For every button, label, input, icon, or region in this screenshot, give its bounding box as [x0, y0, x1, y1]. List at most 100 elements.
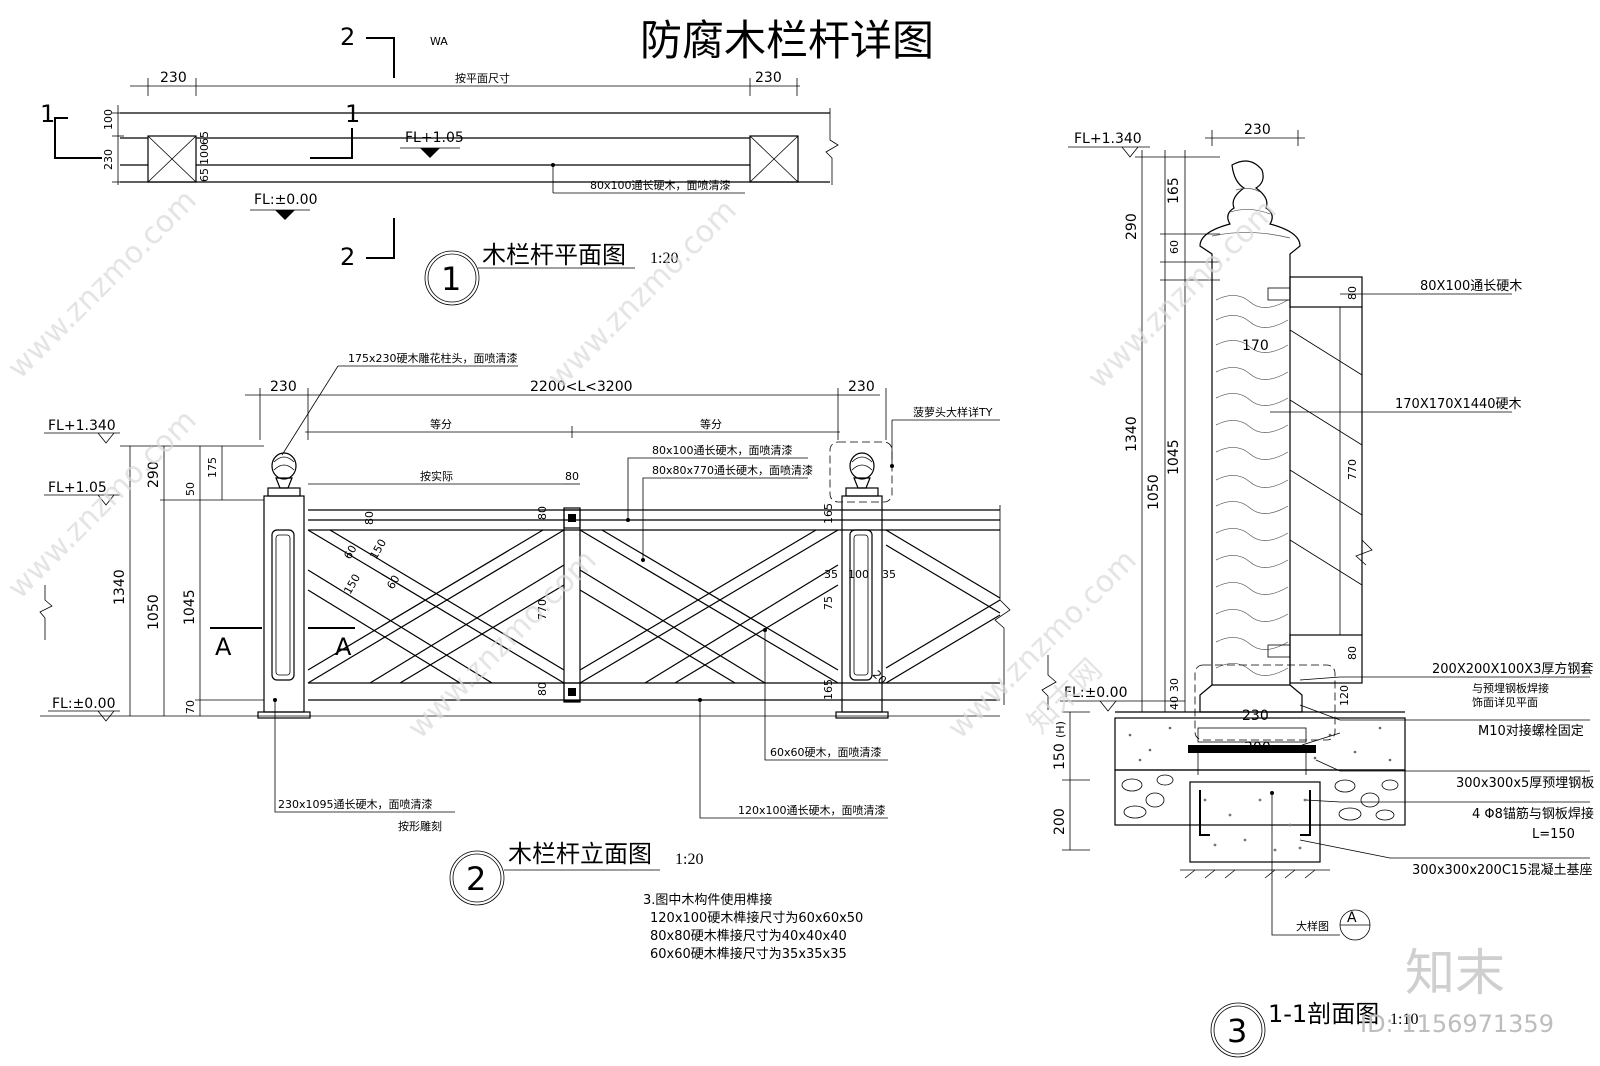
- elev-d75: 75: [822, 596, 835, 610]
- sect-view-number: 3: [1227, 1012, 1247, 1050]
- plan-dim-v-top: 100: [102, 109, 115, 130]
- elev-d1050: 1050: [146, 594, 162, 630]
- sect-d165: 165: [1166, 177, 1182, 204]
- wa-label: WA: [430, 35, 448, 48]
- elev-d60b: 60: [384, 573, 402, 592]
- sect-d150h: (H): [1054, 721, 1067, 738]
- elev-d60a: 60: [341, 543, 359, 562]
- elev-post-left: [257, 452, 311, 719]
- sect-d40: 40: [1168, 696, 1181, 710]
- sect-d1050: 1050: [1146, 474, 1162, 510]
- plan-post-right: [749, 135, 799, 183]
- elev-dim-right: 230: [848, 379, 875, 395]
- sect-d1340: 1340: [1124, 416, 1140, 452]
- elev-note-bottom-rail: 120x100通长硬木，面喷清漆: [738, 804, 886, 817]
- elev-d290: 290: [146, 461, 162, 488]
- sect-detail-box: [1194, 664, 1336, 741]
- elev-note-line-1: 3.图中木构件使用榫接: [643, 892, 772, 908]
- elev-equal-1: 等分: [430, 417, 452, 431]
- sect-label-rail: 80X100通长硬木: [1420, 279, 1522, 294]
- sect-detail-mark: A: [1347, 910, 1357, 926]
- sect-d120: 120: [1338, 685, 1351, 706]
- sect-label-finish: 饰面详见平面: [1472, 695, 1538, 709]
- watermark-text-2: www.znzmo.com: [541, 193, 744, 396]
- elev-view-scale: 1:20: [675, 851, 703, 868]
- elev-view-number: 2: [466, 860, 486, 898]
- elev-d150b: 150: [341, 572, 363, 597]
- plan-dim-v-c: 65: [198, 168, 211, 182]
- plan-view-number: 1: [441, 260, 461, 298]
- elev-mid-post: [563, 507, 581, 703]
- sect-concrete-hatch: [1203, 798, 1307, 852]
- plan-level-top: FL+1.05: [405, 130, 464, 146]
- elev-dim-left: 230: [270, 379, 297, 395]
- watermark-layer: www.znzmo.com www.znzmo.com www.znzmo.co…: [1, 183, 1284, 746]
- lattice-left: [307, 529, 565, 684]
- section-1-mid-mark: [310, 128, 353, 159]
- elev-note-line-4: 60x60硬木榫接尺寸为35x35x35: [650, 946, 847, 962]
- elev-note-top-rail: 80x100通长硬木，面喷清漆: [652, 444, 793, 457]
- sect-d30: 30: [1168, 678, 1181, 692]
- sect-mortar-hatch: [1128, 726, 1392, 762]
- section-2-top-mark: [366, 37, 395, 78]
- elevation-view: 175x230硬木雕花柱头，面喷清漆 230 2200<L<3200 230 等…: [39, 351, 1011, 962]
- sect-gravel-hatch: [1121, 774, 1399, 821]
- elev-note-post-head: 175x230硬木雕花柱头，面喷清漆: [348, 351, 518, 365]
- elev-d175: 175: [206, 457, 219, 478]
- elev-by-design: 按实际: [420, 469, 453, 483]
- elev-section-a-right: A: [335, 633, 352, 661]
- elev-d165b: 165: [822, 679, 835, 700]
- elev-dim-span: 2200<L<3200: [530, 379, 633, 395]
- elev-d70: 70: [184, 700, 197, 714]
- sect-d290: 290: [1124, 213, 1140, 240]
- elev-note-line-2: 120x100硬木榫接尺寸为60x60x50: [650, 910, 863, 926]
- elev-dim-80: 80: [565, 470, 579, 483]
- elev-d80a: 80: [363, 511, 376, 525]
- elev-equal-2: 等分: [700, 417, 722, 431]
- elev-note-line-3: 80x80硬木榫接尺寸为40x40x40: [650, 928, 847, 944]
- elev-d1340: 1340: [112, 569, 128, 605]
- sect-view-badge: [1210, 1002, 1266, 1058]
- elev-section-a-left: A: [215, 633, 232, 661]
- sect-level-000: FL:±0.00: [1064, 685, 1127, 701]
- plan-dim-left: 230: [160, 70, 187, 86]
- sect-post-grain: [1211, 188, 1291, 676]
- sect-dim-top: 230: [1244, 122, 1271, 138]
- finial-callout-box: [829, 441, 893, 503]
- elev-d100: 100: [848, 568, 869, 581]
- section-2-top-label: 2: [340, 23, 355, 51]
- elev-note-post: 230x1095通长硬木，面喷清漆: [278, 798, 433, 811]
- elev-note-post-2: 按形雕刻: [398, 819, 442, 833]
- section-1-left-mark: [54, 117, 102, 159]
- elev-d1045: 1045: [182, 589, 198, 625]
- watermark-text-1: www.znzmo.com: [1, 183, 204, 386]
- brand-logo: 知末: [1405, 944, 1505, 1002]
- lattice-right: [579, 529, 1001, 684]
- plan-view: 2 WA 2 230 230 按平面尺寸 1 1: [40, 23, 839, 306]
- sect-d170: 170: [1242, 338, 1269, 354]
- elev-note-finial: 菠萝头大样详TY: [913, 405, 993, 419]
- elev-view-title: 木栏杆立面图: [508, 840, 652, 868]
- elev-d80b: 80: [536, 682, 549, 696]
- sect-d60: 60: [1168, 240, 1181, 254]
- elev-d35a: 35: [824, 568, 838, 581]
- sect-view-title: 1-1剖面图: [1268, 1000, 1379, 1028]
- plan-view-scale: 1:20: [650, 250, 678, 267]
- elev-level-000: FL:±0.00: [52, 696, 115, 712]
- sect-label-post: 170X170X1440硬木: [1395, 397, 1522, 412]
- sect-post: [1199, 160, 1301, 686]
- sect-d1045: 1045: [1166, 439, 1182, 475]
- elev-view-badge: [449, 850, 505, 906]
- sect-concrete-base: [1189, 781, 1321, 863]
- elev-d80c: 80: [536, 506, 549, 520]
- sect-label-weld: 与预埋钢板焊接: [1472, 681, 1549, 695]
- elev-d35b: 35: [882, 568, 896, 581]
- watermark-text-3: www.znzmo.com: [1081, 193, 1284, 396]
- elev-level-105: FL+1.05: [48, 480, 107, 496]
- section-view: FL+1.340 FL:±0.00 230 290 165 60 1340 10…: [1041, 122, 1594, 1058]
- sect-level-1340: FL+1.340: [1074, 131, 1142, 147]
- elev-level-1340: FL+1.340: [48, 418, 116, 434]
- sect-d770: 770: [1346, 459, 1359, 480]
- plan-level-floor: FL:±0.00: [254, 192, 317, 208]
